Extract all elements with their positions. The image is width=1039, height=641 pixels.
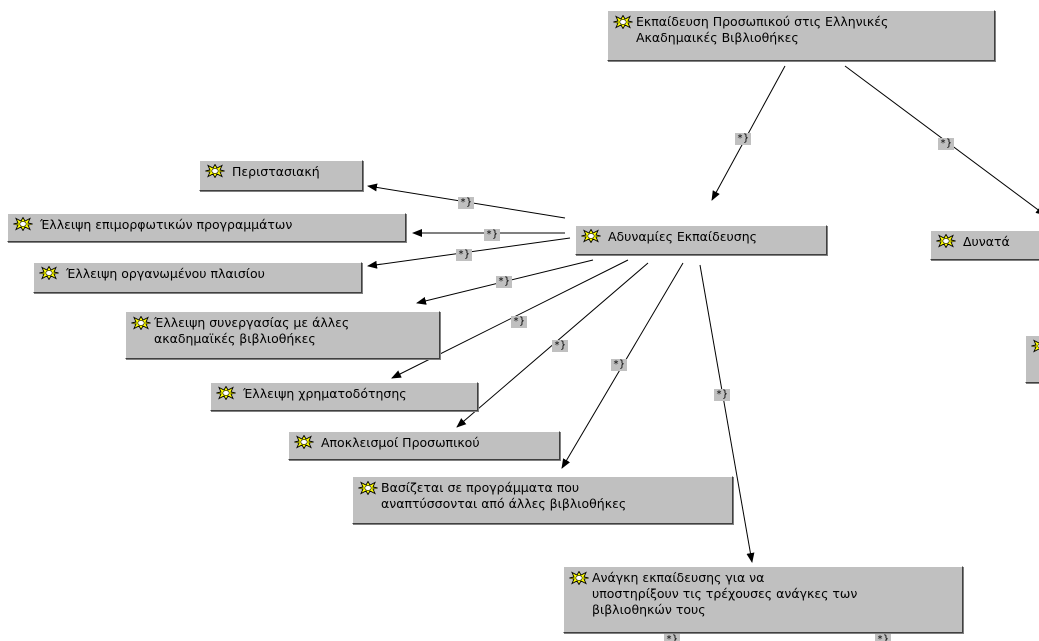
node-label: Έλλειψη επιμορφωτικών προγραμμάτων	[39, 217, 293, 232]
node-label: Ανάγκη εκπαίδευσης για να υποστηρίξουν τ…	[592, 570, 858, 617]
edge-label: *}	[611, 359, 628, 371]
node-staff-exclusions[interactable]: Αποκλεισμοί Προσωπικού	[288, 431, 560, 460]
node-occasional[interactable]: Περιστασιακή	[199, 160, 363, 191]
edge-label: *}	[458, 197, 475, 209]
edge-label: *}	[484, 229, 501, 241]
edge-label: *}	[496, 276, 513, 288]
node-label: Βασίζεται σε προγράμματα που αναπτύσσοντ…	[381, 480, 627, 511]
node-lack-training-programs[interactable]: Έλλειψη επιμορφωτικών προγραμμάτων	[7, 213, 406, 242]
edge-weak-to-need	[699, 264, 755, 563]
node-training-need[interactable]: Ανάγκη εκπαίδευσης για να υποστηρίξουν τ…	[563, 566, 963, 633]
node-label: Έλλειψη συνεργασίας με άλλες ακαδημαϊκές…	[154, 315, 350, 346]
edge-label: *}	[714, 389, 731, 401]
node-relies-on-others[interactable]: Βασίζεται σε προγράμματα που αναπτύσσοντ…	[352, 476, 733, 524]
node-label: Αποκλεισμοί Προσωπικού	[320, 435, 480, 450]
edge-label: *}	[511, 316, 528, 328]
concept-star-icon	[1031, 339, 1039, 353]
node-label: Δυνατά	[962, 234, 1010, 249]
node-label: Περιστασιακή	[231, 164, 320, 179]
concept-star-icon	[205, 164, 225, 178]
node-lack-cooperation[interactable]: Έλλειψη συνεργασίας με άλλες ακαδημαϊκές…	[125, 311, 440, 359]
node-partial-offscreen[interactable]	[1025, 335, 1039, 383]
node-weaknesses[interactable]: Αδυναμίες Εκπαίδευσης	[575, 225, 827, 255]
edge-label: *}	[938, 138, 955, 150]
concept-star-icon	[581, 229, 601, 243]
concept-star-icon	[613, 15, 633, 29]
concept-star-icon	[216, 386, 236, 400]
edge-label: *}	[875, 634, 892, 641]
node-lack-funding[interactable]: Έλλειψη χρηματοδότησης	[210, 382, 478, 411]
concept-star-icon	[569, 571, 589, 585]
concept-star-icon	[936, 234, 956, 248]
concept-star-icon	[358, 481, 378, 495]
concept-star-icon	[39, 266, 59, 280]
node-label: Αδυναμίες Εκπαίδευσης	[607, 229, 757, 244]
edge-label: *}	[664, 634, 681, 641]
node-lack-organized-framework[interactable]: Έλλειψη οργανωμένου πλαισίου	[33, 262, 362, 293]
concept-star-icon	[131, 316, 151, 330]
concept-star-icon	[13, 217, 33, 231]
edge-label: *}	[456, 249, 473, 261]
node-strengths[interactable]: Δυνατά	[930, 230, 1039, 260]
edge-label: *}	[735, 133, 752, 145]
node-label: Εκπαίδευση Προσωπικού στις Ελληνικές Ακα…	[636, 14, 889, 45]
edge-label: *}	[552, 340, 569, 352]
node-label: Έλλειψη χρηματοδότησης	[242, 386, 407, 401]
concept-star-icon	[294, 435, 314, 449]
node-root-topic[interactable]: Εκπαίδευση Προσωπικού στις Ελληνικές Ακα…	[607, 10, 995, 61]
node-label: Έλλειψη οργανωμένου πλαισίου	[65, 266, 265, 281]
